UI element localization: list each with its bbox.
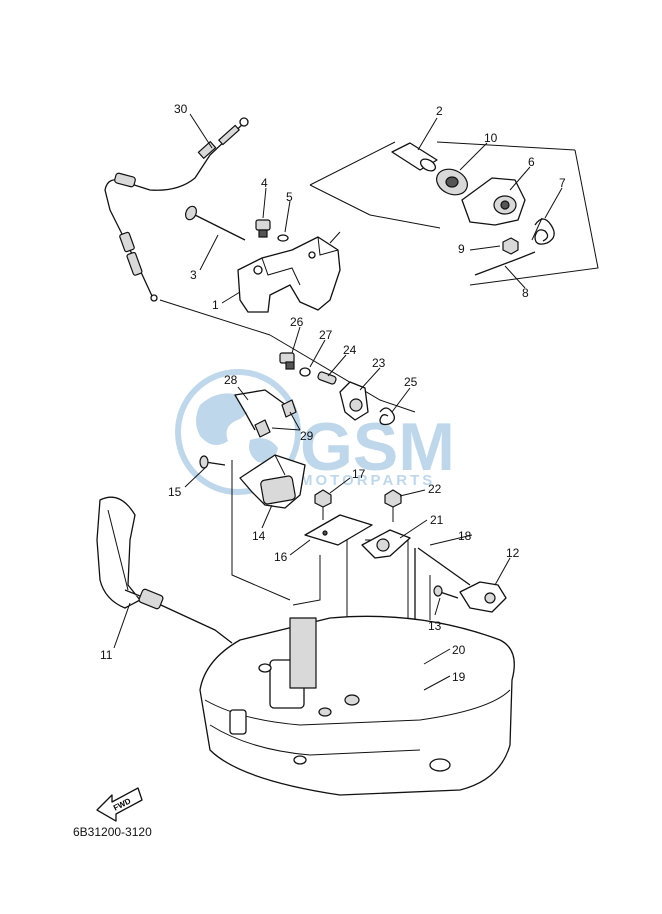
callout-14: 14 <box>252 529 266 543</box>
callout-11: 11 <box>100 648 113 662</box>
callout-25: 25 <box>404 375 418 389</box>
part-23-lever <box>339 381 369 421</box>
callout-21: 21 <box>430 513 444 527</box>
callout-27: 27 <box>319 328 333 342</box>
bottom-cowling <box>199 615 515 796</box>
part-16-plate <box>304 514 373 546</box>
watermark-continents <box>196 393 278 463</box>
part-21-bracket <box>361 529 411 559</box>
callout-8: 8 <box>522 286 529 300</box>
callout-19: 19 <box>452 670 466 684</box>
part-3-bolt <box>184 205 246 241</box>
callout-15: 15 <box>168 485 182 499</box>
callout-17: 17 <box>352 467 366 481</box>
callout-22: 22 <box>428 482 442 496</box>
part-30-cable <box>104 117 249 302</box>
callout-9: 9 <box>458 242 465 256</box>
callout-5: 5 <box>286 190 293 204</box>
part-9-nut <box>502 237 519 255</box>
callout-labels: 30 2 10 6 7 4 5 9 3 8 1 26 27 24 23 28 2… <box>100 102 566 684</box>
callout-23: 23 <box>372 356 386 370</box>
watermark-globe-icon <box>175 369 301 495</box>
part-24-pin <box>317 371 337 385</box>
part-27-washer <box>299 367 311 377</box>
watermark: GSM MOTORPARTS <box>175 369 455 495</box>
callout-28: 28 <box>224 373 238 387</box>
part-11-handle <box>96 496 233 644</box>
callout-30: 30 <box>174 102 188 116</box>
part-15-screw <box>199 455 226 469</box>
callout-1: 1 <box>212 298 219 312</box>
callout-24: 24 <box>343 343 357 357</box>
part-4-screw <box>255 219 271 238</box>
callout-2: 2 <box>436 104 443 118</box>
callout-13: 13 <box>428 619 442 633</box>
part-13-screw <box>433 585 459 599</box>
callout-10: 10 <box>484 131 498 145</box>
part-8-rod <box>474 251 536 276</box>
callout-26: 26 <box>290 315 304 329</box>
part-12-lever <box>459 581 507 613</box>
callout-6: 6 <box>528 155 535 169</box>
callout-18: 18 <box>458 529 472 543</box>
part-5-washer <box>277 234 289 242</box>
callout-20: 20 <box>452 643 466 657</box>
part-1-bracket <box>237 236 341 313</box>
callout-12: 12 <box>506 546 520 560</box>
leader-lines <box>113 113 563 691</box>
callout-4: 4 <box>261 176 268 190</box>
part-10-cam <box>436 168 468 196</box>
callout-29: 29 <box>300 429 314 443</box>
callout-3: 3 <box>190 268 197 282</box>
drawing-code: 6B31200-3120 <box>73 825 152 839</box>
part-2-collar <box>391 142 438 172</box>
watermark-main-text: GSM <box>300 409 455 485</box>
part-26-screw <box>279 352 295 370</box>
part-14-bracket <box>239 454 306 509</box>
part-6-housing <box>461 177 526 226</box>
part-22-bolt <box>384 489 402 522</box>
part-29-clips <box>254 399 297 438</box>
callout-16: 16 <box>274 550 288 564</box>
part-28-rod <box>234 389 291 431</box>
callout-7: 7 <box>559 176 566 190</box>
part-17-bolt <box>314 489 332 520</box>
watermark-sub-text: MOTORPARTS <box>300 472 435 489</box>
fwd-arrow-icon: FWD <box>96 787 143 822</box>
part-25-spring <box>379 407 396 426</box>
part-7-spring <box>531 217 555 245</box>
